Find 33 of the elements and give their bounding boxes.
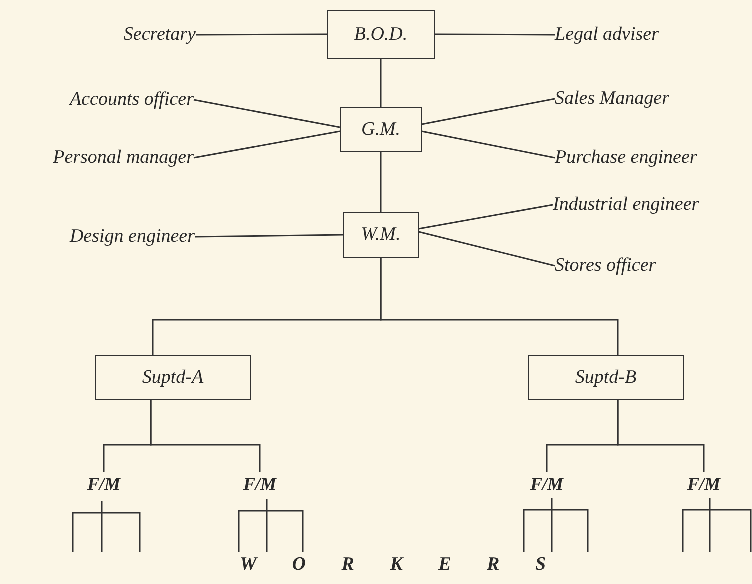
foreman-label: F/M	[678, 472, 730, 496]
position-label: Legal adviser	[555, 23, 715, 47]
org-box: B.O.D.	[327, 10, 435, 59]
org-box: Suptd-A	[95, 355, 251, 400]
position-label: Industrial engineer	[553, 193, 752, 217]
foreman-label: F/M	[521, 472, 573, 496]
position-label: Secretary	[90, 23, 196, 47]
connector-line	[380, 258, 619, 355]
org-box: G.M.	[340, 107, 422, 152]
position-label: Design engineer	[30, 225, 195, 249]
position-label: Sales Manager	[555, 87, 725, 111]
connector-line	[422, 98, 556, 126]
position-label: Personal manager	[4, 146, 194, 170]
position-label: Purchase engineer	[555, 146, 745, 170]
position-label: Accounts officer	[18, 88, 194, 112]
connector-line	[194, 99, 340, 128]
foreman-label: F/M	[234, 472, 286, 496]
position-label: Stores officer	[555, 254, 705, 278]
connector-line	[196, 34, 327, 36]
org-box: Suptd-B	[528, 355, 684, 400]
connector-line	[617, 400, 705, 472]
connector-line	[194, 130, 340, 159]
connector-line	[380, 59, 382, 107]
connector-line	[150, 400, 261, 472]
connector-line	[422, 130, 556, 159]
org-box: W.M.	[343, 212, 419, 258]
foreman-label: F/M	[78, 472, 130, 496]
connector-line	[435, 34, 555, 36]
connector-line	[195, 234, 343, 238]
connector-line	[418, 204, 554, 230]
connector-line	[380, 152, 382, 212]
connector-line	[418, 231, 556, 267]
workers-label: W O R K E R S	[240, 554, 546, 576]
